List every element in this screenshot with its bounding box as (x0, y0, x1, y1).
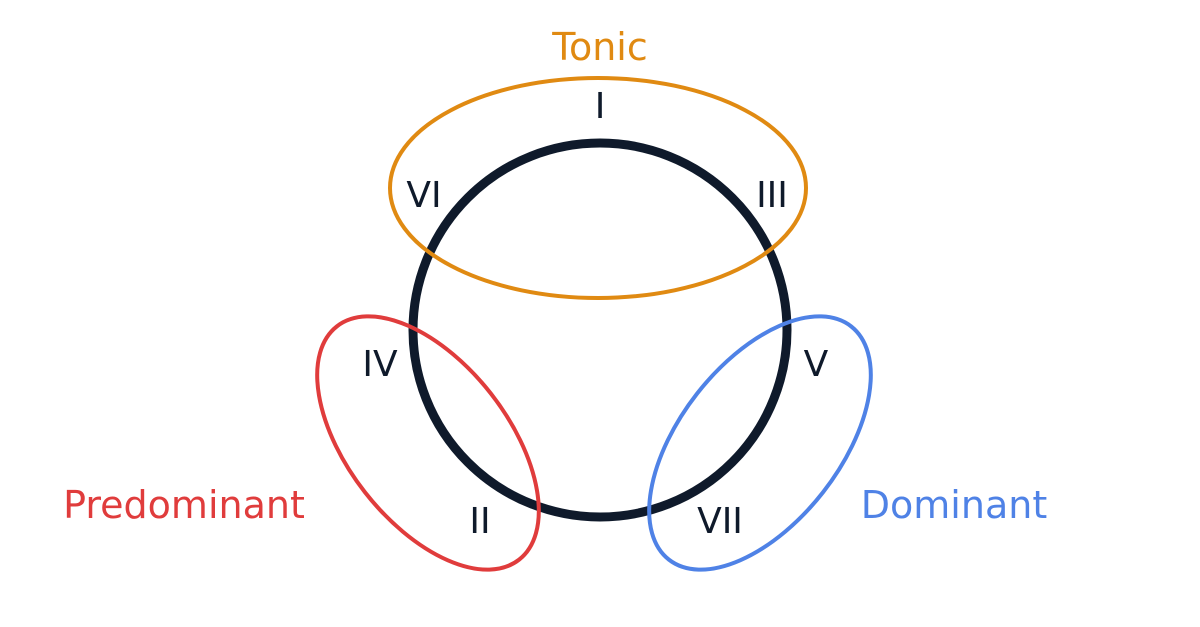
numeral-i: I (595, 86, 606, 127)
numeral-ii: II (469, 501, 490, 542)
tonic-label: Tonic (551, 25, 648, 69)
numeral-v: V (804, 344, 829, 385)
predominant-ellipse (315, 314, 541, 572)
dominant-label: Dominant (861, 483, 1047, 527)
numeral-iv: IV (362, 344, 398, 385)
numeral-iii: III (756, 175, 788, 216)
dominant-ellipse (647, 314, 873, 572)
chord-circle (408, 138, 792, 522)
tonic-ellipse (388, 76, 808, 300)
numeral-vii: VII (697, 501, 743, 542)
predominant-label: Predominant (63, 483, 305, 527)
numeral-vi: VI (406, 175, 441, 216)
